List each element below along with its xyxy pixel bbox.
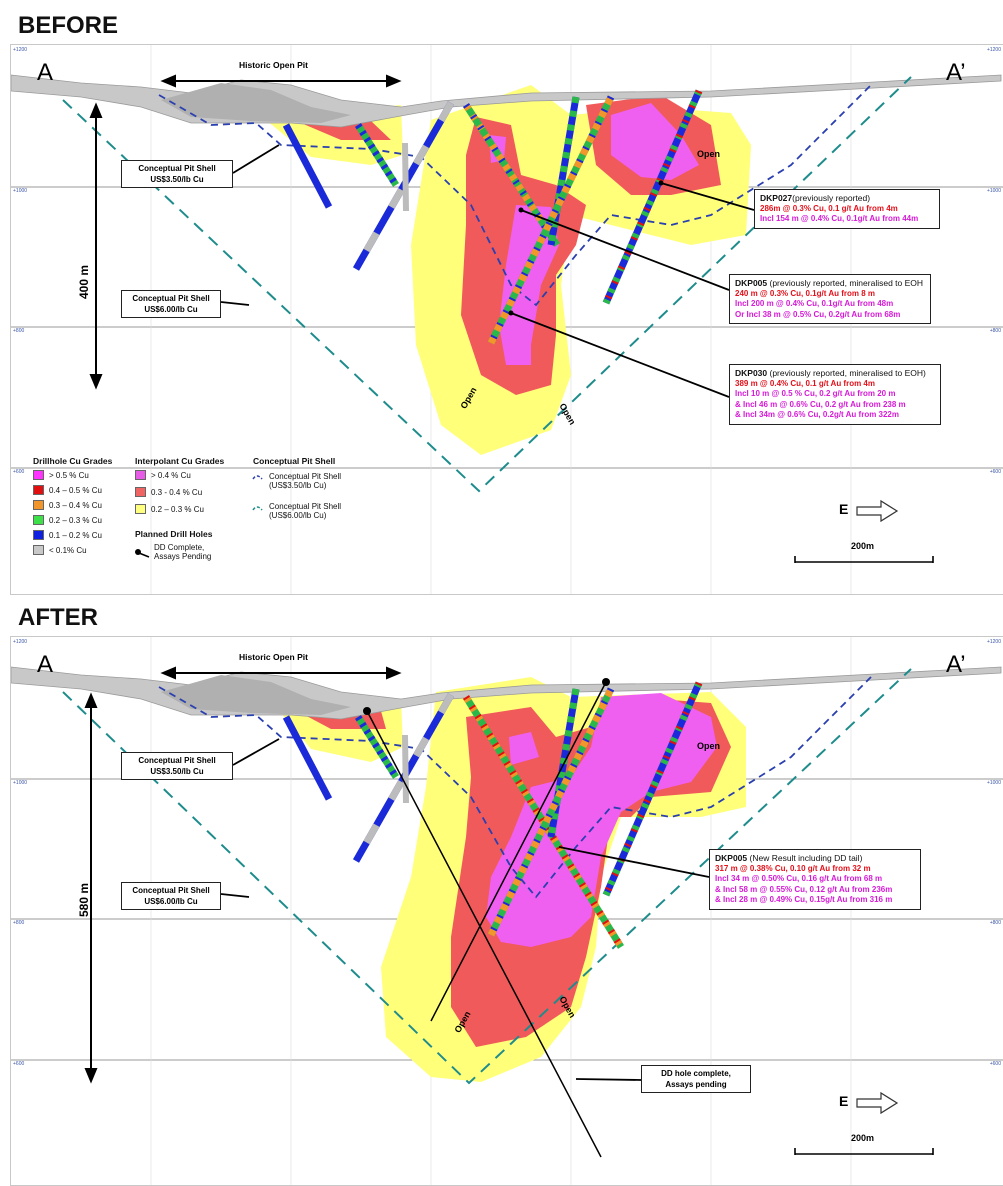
- after-title: AFTER: [18, 604, 98, 631]
- before-title: BEFORE: [18, 12, 119, 39]
- depth-label: 580 m: [77, 882, 91, 917]
- swatch-icon: [33, 485, 44, 495]
- section-label-a-prime: A’: [946, 651, 966, 678]
- section-label-a-prime: A’: [946, 59, 966, 86]
- historic-pit-label: Historic Open Pit: [239, 60, 308, 70]
- tick-800-right: +800: [989, 328, 1001, 334]
- section-label-a: A: [37, 651, 54, 678]
- historic-pit-arrow: [160, 74, 402, 88]
- scale-label: 200m: [851, 541, 875, 551]
- legend-interpolant-item: > 0.4 % Cu: [135, 470, 191, 480]
- legend-planned-item: DD Complete,Assays Pending: [154, 543, 212, 561]
- legend-interpolant-item: 0.2 – 0.3 % Cu: [135, 504, 204, 514]
- tick-800: +800: [13, 920, 25, 926]
- tick-1200: +1200: [13, 639, 28, 645]
- pit-shell-350: [158, 676, 872, 899]
- dkp030-callout: DKP030 (previously reported, mineralised…: [729, 364, 941, 425]
- swatch-icon: [135, 470, 146, 480]
- swatch-icon: [33, 470, 44, 480]
- scale-label: 200m: [851, 1133, 875, 1143]
- interpolant-magenta: [486, 693, 717, 947]
- swatch-icon: [135, 487, 146, 497]
- swatch-icon: [33, 530, 44, 540]
- dkp027-callout: DKP027(previously reported) 286m @ 0.3% …: [754, 189, 940, 229]
- tick-600-right: +600: [989, 469, 1001, 475]
- pit-shell-600: [62, 668, 912, 1085]
- planned-dd-holes: [366, 681, 607, 1158]
- tick-600: +600: [13, 1061, 25, 1067]
- after-section-panel: +1200 +1000 +800 +600 +1200 +1000 +800 +…: [10, 636, 1003, 1186]
- depth-arrow: [89, 102, 103, 390]
- dkp005-before-callout: DKP005 (previously reported, mineralised…: [729, 274, 931, 324]
- legend-drillhole-item: 0.3 – 0.4 % Cu: [33, 500, 102, 510]
- legend-drillhole-item: 0.4 – 0.5 % Cu: [33, 485, 102, 495]
- swatch-icon: [33, 515, 44, 525]
- depth-label: 400 m: [77, 264, 91, 299]
- tick-1000-right: +1000: [986, 780, 1001, 786]
- pit-shell-350: [158, 84, 872, 307]
- legend-drillhole-title: Drillhole Cu Grades: [33, 456, 113, 466]
- scale-bar: [794, 556, 934, 563]
- open-label-east: Open: [697, 741, 721, 751]
- tick-1200-right: +1200: [986, 47, 1001, 53]
- tick-800: +800: [13, 328, 25, 334]
- swatch-icon: [33, 545, 44, 555]
- legend-drillhole-item: < 0.1% Cu: [33, 545, 87, 555]
- tick-800-right: +800: [989, 920, 1001, 926]
- tick-1000: +1000: [13, 780, 28, 786]
- swatch-icon: [135, 504, 146, 514]
- open-label-east: Open: [697, 149, 721, 159]
- east-label: E: [839, 1093, 849, 1109]
- callout-leaders: [220, 144, 755, 398]
- before-section-panel: +1200 +1000 +800 +600 +1200 +1000 +800 +…: [10, 44, 1003, 595]
- east-arrow: [856, 499, 899, 523]
- legend-interpolant-item: 0.3 - 0.4 % Cu: [135, 487, 202, 497]
- tick-1200: +1200: [13, 47, 28, 53]
- legend-drillhole-item: > 0.5 % Cu: [33, 470, 89, 480]
- after-cross-section: [11, 637, 1003, 1185]
- east-label: E: [839, 501, 849, 517]
- legend-shell-item: Conceptual Pit Shell(US$3.50/lb Cu): [269, 472, 342, 490]
- tick-1200-right: +1200: [986, 639, 1001, 645]
- tick-600-right: +600: [989, 1061, 1001, 1067]
- historic-pit-label: Historic Open Pit: [239, 652, 308, 662]
- legend-drillhole-item: 0.2 – 0.3 % Cu: [33, 515, 102, 525]
- swatch-icon: [33, 500, 44, 510]
- tick-1000: +1000: [13, 188, 28, 194]
- dd-complete-callout: DD hole complete,Assays pending: [641, 1065, 751, 1093]
- dkp005-after-callout: DKP005 (New Result including DD tail) 31…: [709, 849, 921, 910]
- legend-planned-title: Planned Drill Holes: [135, 529, 213, 539]
- section-label-a: A: [37, 59, 54, 86]
- drill-holes: [282, 89, 703, 345]
- legend-interpolant-title: Interpolant Cu Grades: [135, 456, 225, 466]
- legend-shell-title: Conceptual Pit Shell: [253, 456, 336, 466]
- legend-shell-item: Conceptual Pit Shell(US$6.00/lb Cu): [269, 502, 342, 520]
- tick-600: +600: [13, 469, 25, 475]
- legend-drillhole-item: 0.1 – 0.2 % Cu: [33, 530, 102, 540]
- tick-1000-right: +1000: [986, 188, 1001, 194]
